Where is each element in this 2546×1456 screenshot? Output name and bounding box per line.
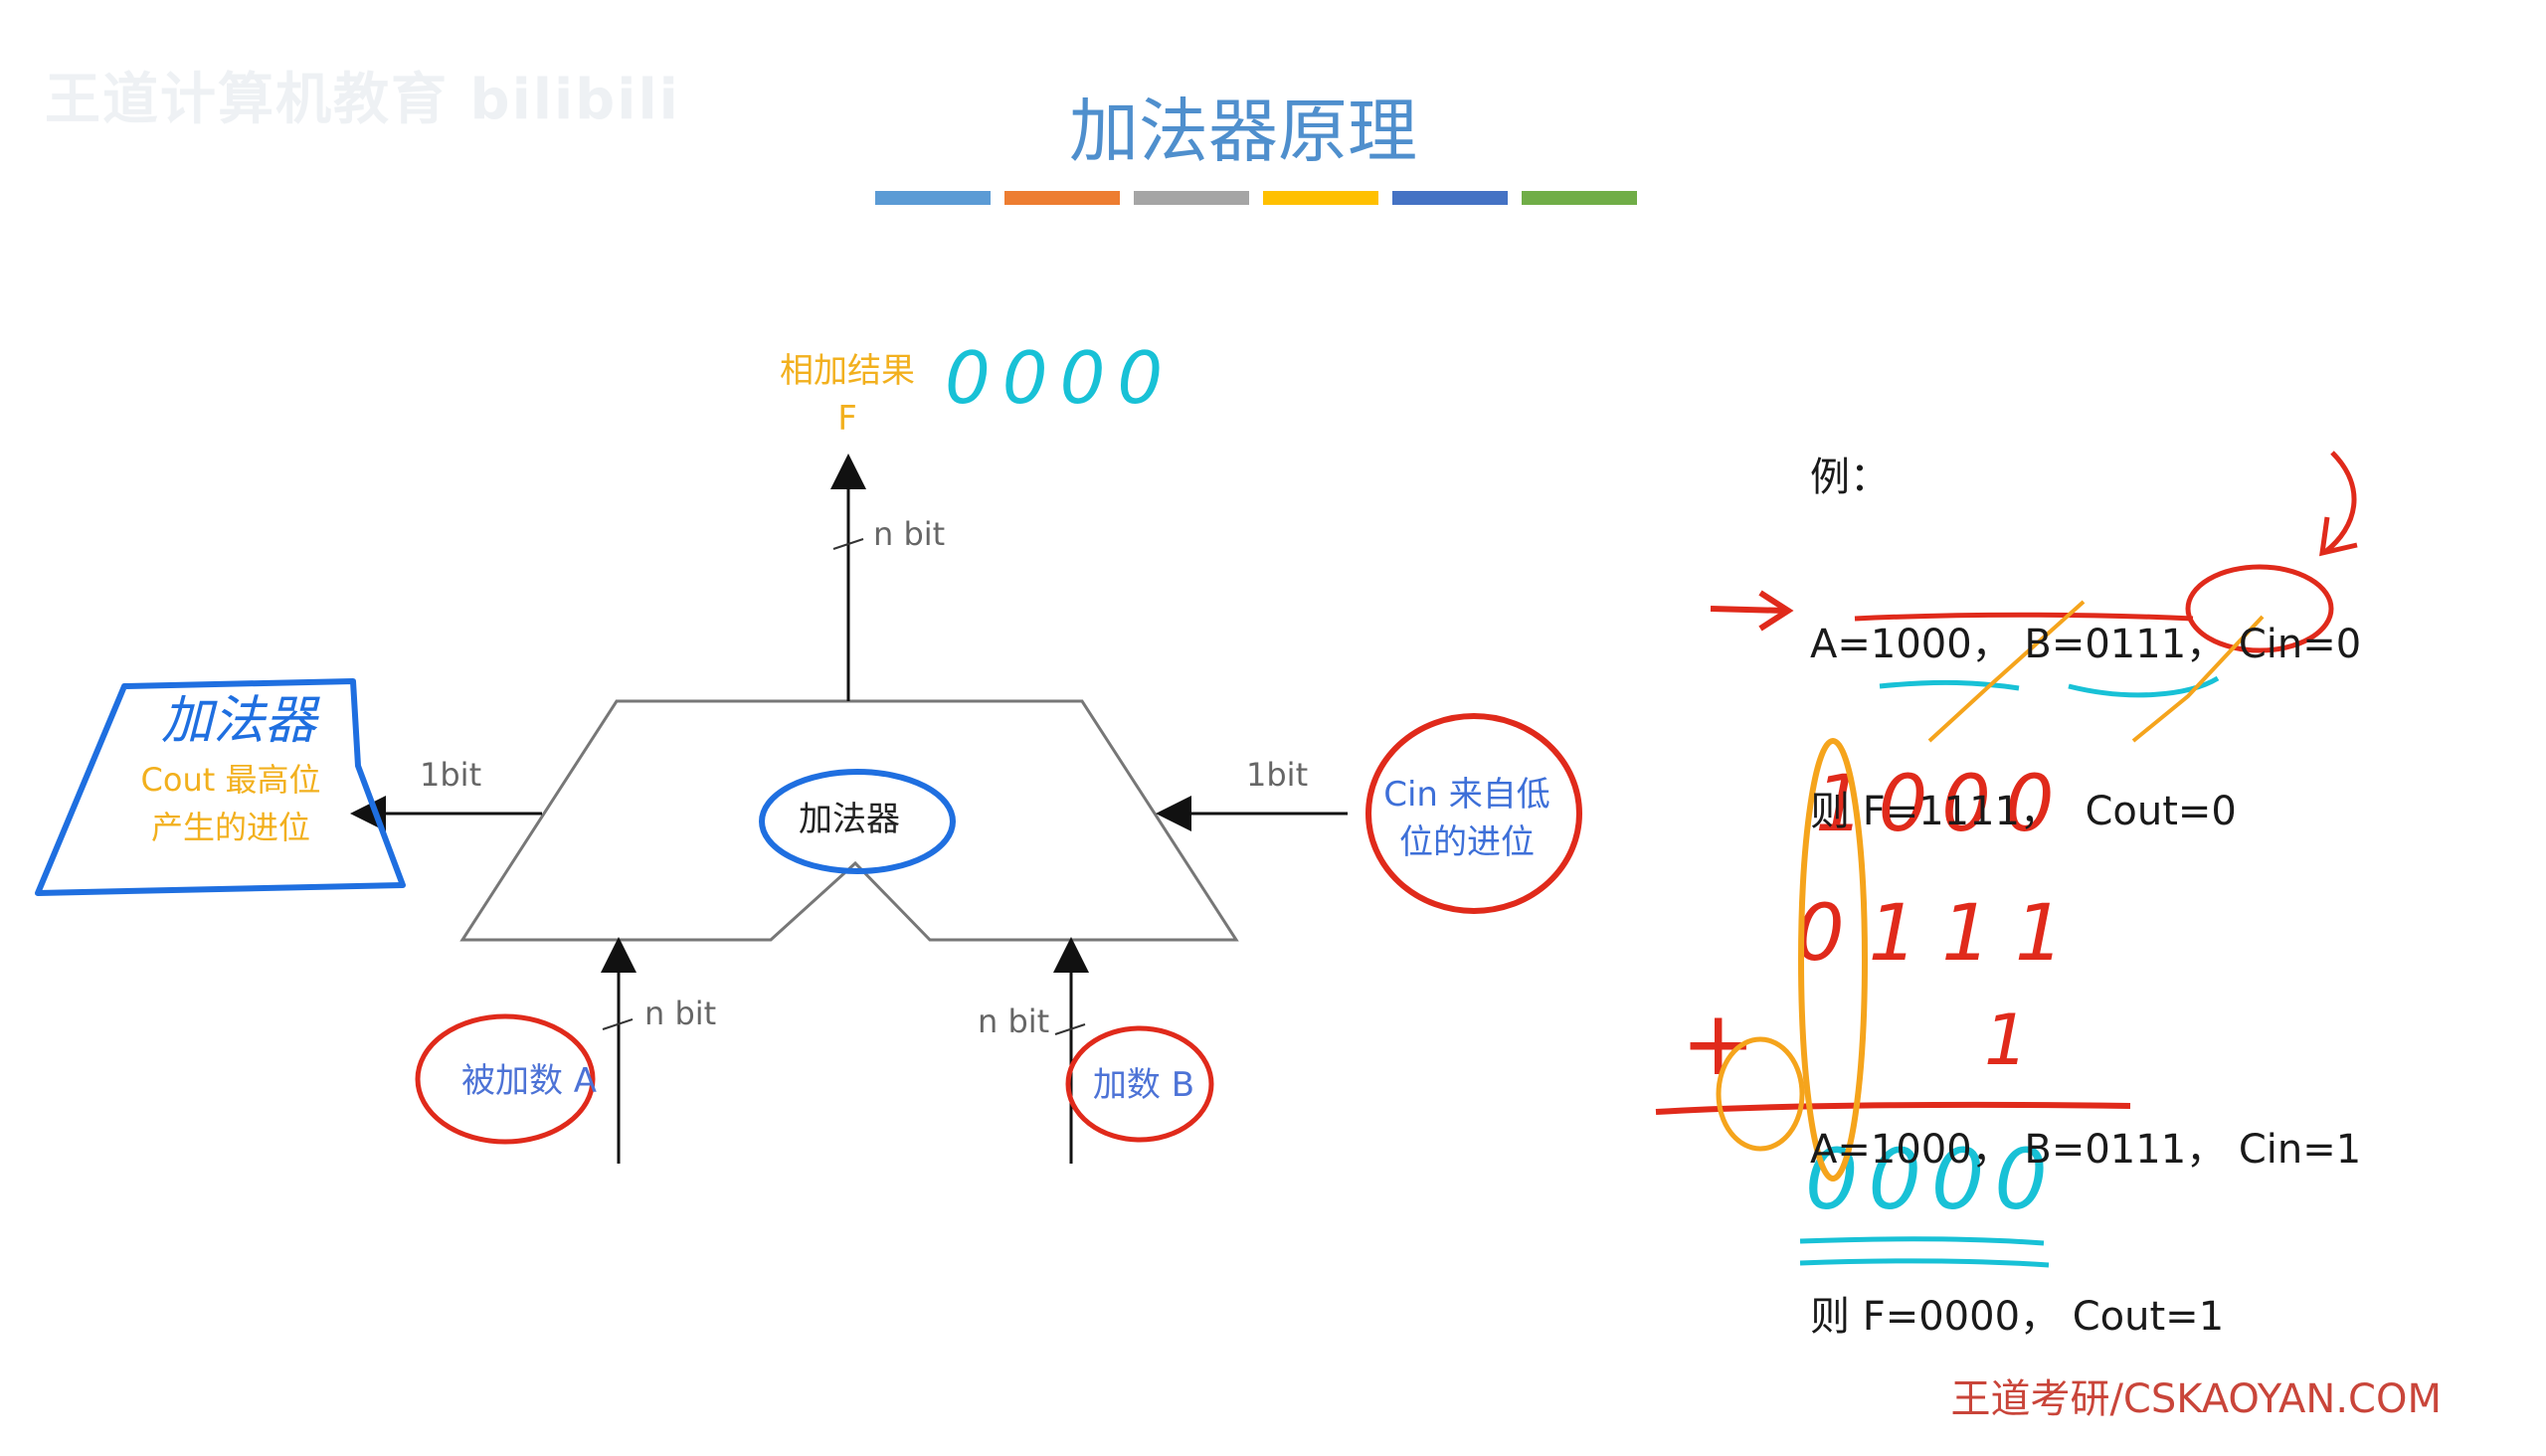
cout-bits-label: 1bit	[420, 756, 481, 794]
cin-desc: Cin 来自低	[1383, 775, 1550, 815]
red-pointer-head	[1758, 590, 1794, 632]
a-slash	[602, 1018, 634, 1030]
sum-underline-2	[1799, 1258, 2050, 1268]
example-line-4: 则 F=0000， Cout=1	[1810, 1294, 2225, 1340]
adder-shape	[459, 699, 1239, 942]
cyan-underline-f	[1879, 679, 2020, 691]
a-circle	[415, 1013, 596, 1145]
red-pointer-arrow	[1710, 606, 1786, 614]
color-bar-segment	[1134, 191, 1249, 205]
center-label: 加法器	[799, 800, 900, 839]
cin1-circle	[2185, 564, 2334, 653]
a-bits-label: n bit	[644, 995, 716, 1032]
output-label-f: F	[837, 399, 857, 439]
color-bar-segment	[875, 191, 991, 205]
example-heading: 例：	[1810, 455, 1890, 500]
example-block: 例： A=1000， B=0111， Cin=0 则 F=1111， Cout=…	[1810, 338, 2361, 1456]
output-bits-label: n bit	[873, 515, 945, 553]
color-bar-segment	[1392, 191, 1508, 205]
output-label: 相加结果	[780, 351, 915, 391]
example-line-1: A=1000， B=0111， Cin=0	[1810, 622, 2362, 667]
cin-bits-label: 1bit	[1246, 756, 1308, 794]
red-curve-head	[2319, 516, 2358, 557]
bilibili-watermark: 王道计算机教育 bilibili	[45, 68, 680, 132]
color-bar-segment	[1004, 191, 1120, 205]
red-curve-arrow	[2323, 451, 2357, 554]
slide-title: 加法器原理	[1069, 91, 1417, 172]
handwritten-result: 0000	[945, 336, 1175, 420]
center-circle	[759, 769, 956, 874]
cout-desc: Cout 最高位	[141, 761, 321, 799]
cyan-underline-cout	[2068, 675, 2220, 698]
orange-check-1	[1927, 600, 2086, 743]
cout-box-title: 加法器	[161, 691, 320, 751]
hand-row2: 0111	[1795, 889, 2089, 979]
b-slash	[1054, 1023, 1086, 1035]
color-bar	[875, 191, 1637, 205]
red-underline	[1854, 612, 2194, 622]
footer-brand: 王道考研/CSKAOYAN.COM	[1950, 1376, 2442, 1422]
hand-sum: 0000	[1805, 1131, 2058, 1228]
output-slash	[832, 538, 864, 550]
cout-desc-2: 产生的进位	[151, 809, 310, 846]
cin-desc-2: 位的进位	[1399, 822, 1535, 862]
a-label: 被加数 A	[461, 1061, 597, 1101]
b-label: 加数 B	[1093, 1065, 1194, 1105]
orange-check-2	[2131, 615, 2265, 743]
b-circle	[1065, 1025, 1214, 1143]
example-line-2: 则 F=1111， Cout=0	[1810, 789, 2237, 834]
hand-carry: 1	[1984, 1000, 2029, 1081]
orange-carry-circle	[1716, 1036, 1805, 1152]
example-spacer	[1810, 951, 2361, 1010]
sum-underline-1	[1799, 1236, 2045, 1246]
color-bar-segment	[1522, 191, 1637, 205]
example-line-3: A=1000， B=0111， Cin=1	[1810, 1127, 2362, 1173]
orange-column-circle	[1798, 738, 1868, 1182]
cin-circle	[1365, 713, 1582, 914]
color-bar-segment	[1263, 191, 1378, 205]
cout-box	[35, 678, 406, 896]
sum-line	[1655, 1101, 2131, 1115]
b-bits-label: n bit	[978, 1002, 1049, 1040]
